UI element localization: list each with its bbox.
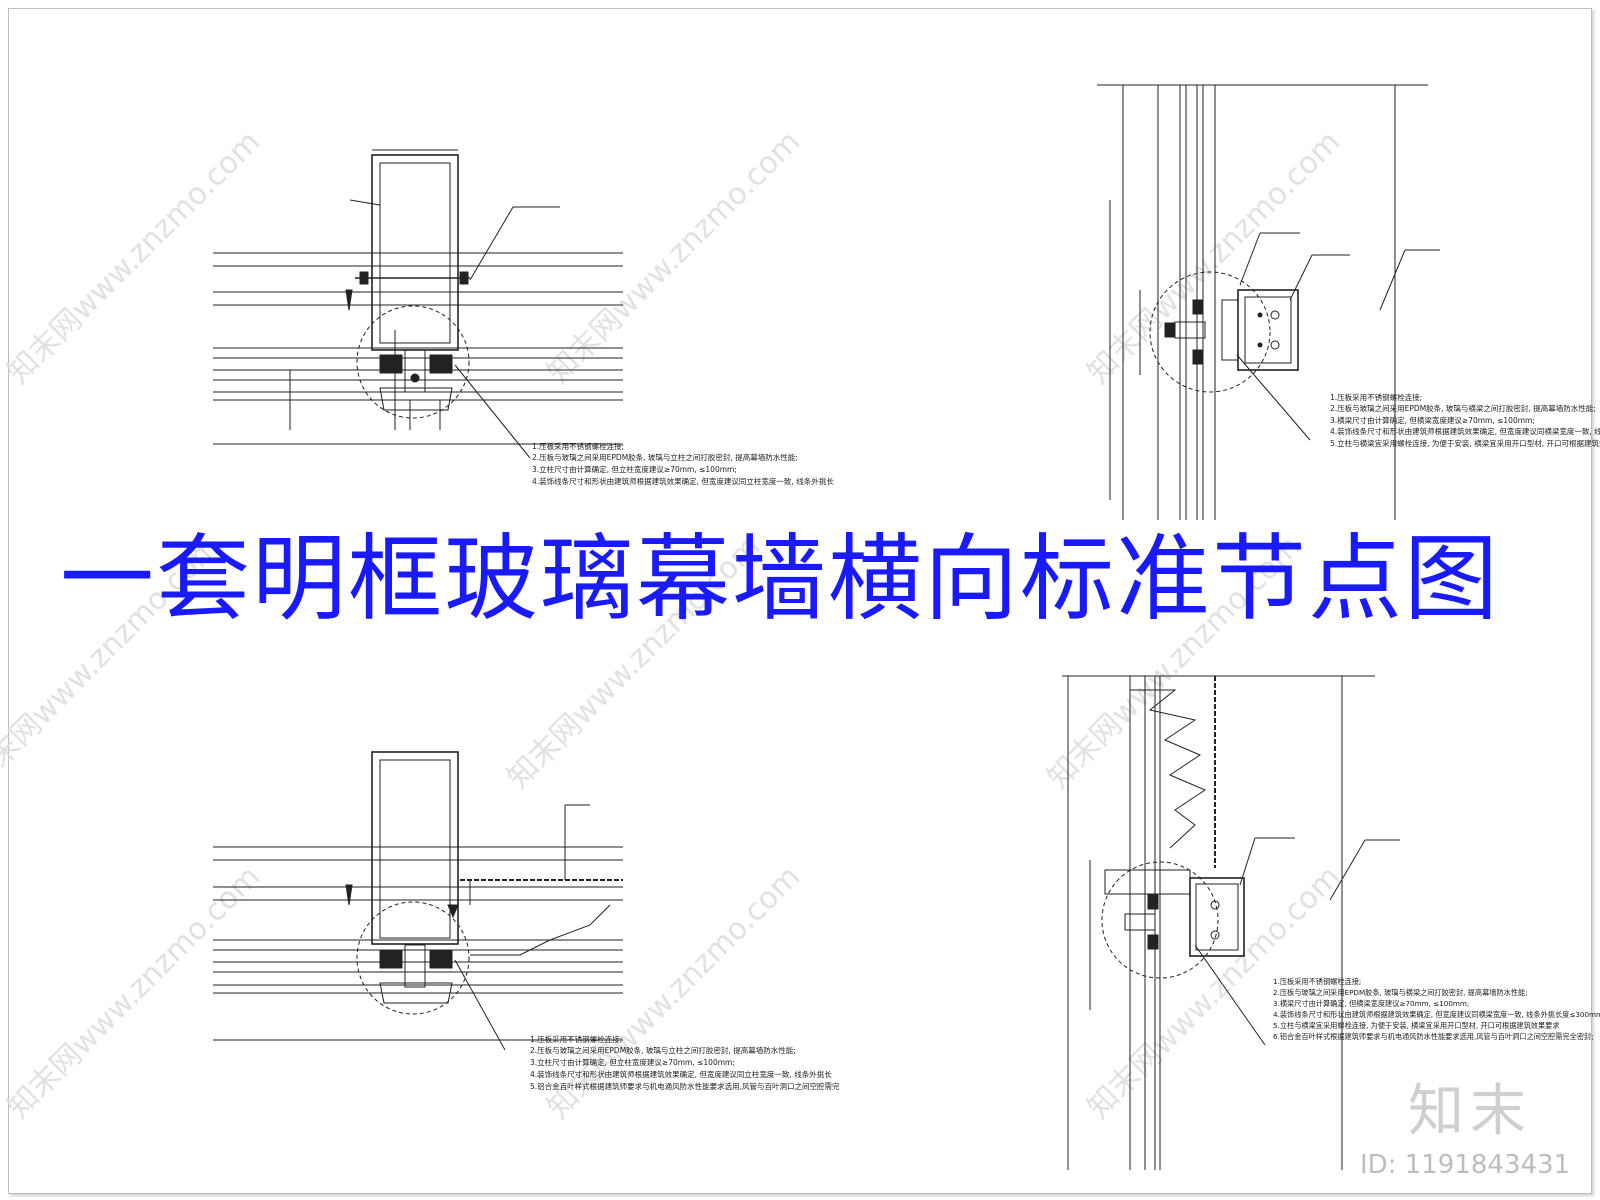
- detail-4-note-5: 5.立柱与横梁宜采用螺栓连接, 为便于安装, 横梁宜采用开口型材, 开口可根据建…: [1273, 1021, 1560, 1030]
- page-title: 一套明框玻璃幕墙横向标准节点图: [60, 525, 1501, 634]
- detail-2-notes: 1.压板采用不锈钢螺栓连接; 2.压板与玻璃之间采用EPDM胶条, 玻璃与横梁之…: [1330, 392, 1600, 448]
- watermark-text: 知末网www.znzmo.com: [1081, 124, 1347, 390]
- detail-1-mullion-section: [213, 149, 623, 459]
- detail-4-note-3: 3.横梁尺寸由计算确定, 但横梁宽度建议≥70mm, ≤100mm;: [1273, 999, 1469, 1008]
- detail-3-note-5: 5.铝合金百叶样式根据建筑师要求与机电通风防水性能要求选用,风管与百叶洞口之间空…: [530, 1081, 840, 1091]
- detail-3-note-2: 2.压板与玻璃之间采用EPDM胶条, 玻璃与立柱之间打胶密封, 提高幕墙防水性能…: [530, 1045, 796, 1055]
- detail-2-note-4: 4.装饰线条尺寸和形状由建筑师根据建筑效果确定, 但宽度建议同横梁宽度一致, 线…: [1330, 426, 1600, 436]
- detail-1-note-3: 3.立柱尺寸由计算确定, 但立柱宽度建议≥70mm, ≤100mm;: [532, 464, 737, 474]
- detail-1-note-2: 2.压板与玻璃之间采用EPDM胶条, 玻璃与立柱之间打胶密封, 提高幕墙防水性能…: [532, 452, 798, 462]
- watermark-text: 知末网www.znzmo.com: [1, 124, 267, 390]
- detail-2-note-5: 5.立柱与横梁宜采用螺栓连接, 为便于安装, 横梁宜采用开口型材, 开口可根据建…: [1330, 438, 1600, 448]
- drawing-frame: [8, 8, 1592, 1194]
- detail-2-note-3: 3.横梁尺寸由计算确定, 但横梁宽度建议≥70mm, ≤100mm;: [1330, 415, 1535, 425]
- watermark-text: 知末网www.znzmo.com: [541, 124, 807, 390]
- detail-4-note-2: 2.压板与玻璃之间采用EPDM胶条, 玻璃与横梁之间打胶密封, 提高幕墙防水性能…: [1273, 988, 1528, 997]
- detail-3-note-1: 1.压板采用不锈钢螺栓连接;: [530, 1034, 622, 1044]
- detail-3-mullion-louver-section: [213, 751, 623, 1051]
- detail-4-notes: 1.压板采用不锈钢螺栓连接; 2.压板与玻璃之间采用EPDM胶条, 玻璃与横梁之…: [1273, 977, 1600, 1041]
- detail-4-transom-louver-section: [1062, 675, 1400, 1170]
- detail-3-notes: 1.压板采用不锈钢螺栓连接; 2.压板与玻璃之间采用EPDM胶条, 玻璃与立柱之…: [530, 1034, 840, 1091]
- detail-2-transom-section: [1097, 84, 1440, 520]
- image-id-label: ID: 1191843431: [1360, 1150, 1571, 1180]
- detail-1-note-4: 4.装饰线条尺寸和形状由建筑师根据建筑效果确定, 但宽度建议同立柱宽度一致, 线…: [532, 476, 834, 486]
- detail-3-note-4: 4.装饰线条尺寸和形状由建筑师根据建筑效果确定, 但宽度建议同立柱宽度一致, 线…: [530, 1069, 832, 1079]
- detail-2-note-2: 2.压板与玻璃之间采用EPDM胶条, 玻璃与横梁之间打胶密封, 提高幕墙防水性能…: [1330, 403, 1596, 413]
- brand-logo-text: 知末: [1408, 1079, 1532, 1144]
- detail-2-note-1: 1.压板采用不锈钢螺栓连接;: [1330, 392, 1422, 402]
- detail-3-note-3: 3.立柱尺寸由计算确定, 但立柱宽度建议≥70mm, ≤100mm;: [530, 1057, 735, 1067]
- detail-4-note-6: 6.铝合金百叶样式根据建筑师要求与机电通风防水性能要求选用,风管与百叶洞口之间空…: [1273, 1032, 1594, 1041]
- detail-1-notes: 1.压板采用不锈钢螺栓连接; 2.压板与玻璃之间采用EPDM胶条, 玻璃与立柱之…: [532, 441, 834, 486]
- detail-1-note-1: 1.压板采用不锈钢螺栓连接;: [532, 441, 624, 451]
- detail-4-note-1: 1.压板采用不锈钢螺栓连接;: [1273, 977, 1361, 986]
- detail-4-note-4: 4.装饰线条尺寸和形状由建筑师根据建筑效果确定, 但宽度建议同横梁宽度一致, 线…: [1273, 1010, 1600, 1019]
